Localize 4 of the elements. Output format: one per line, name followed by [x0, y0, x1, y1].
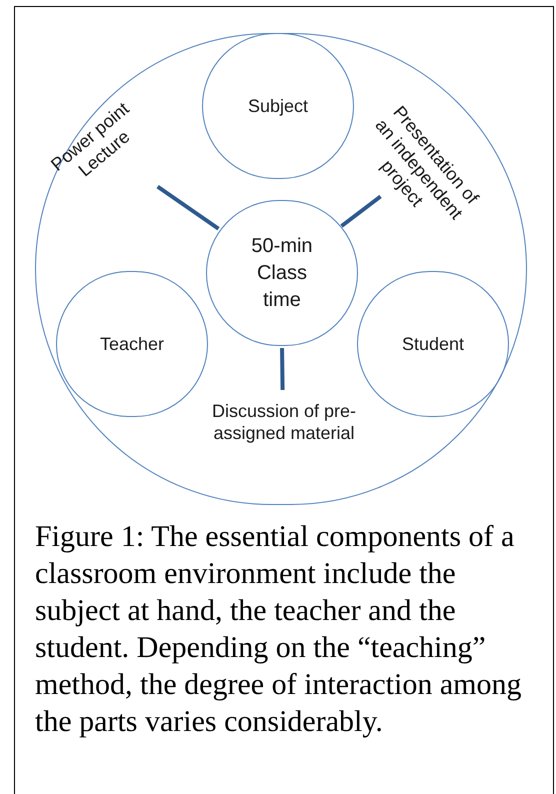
connector-line — [156, 185, 220, 230]
connector-line — [280, 348, 285, 390]
figure-caption: Figure 1: The essential components of a classroom environment include the subject at hand, the teacher and the student. Depending on the “teaching” method, the degree of interaction among the parts varies considerably. — [35, 519, 522, 740]
connector-line — [340, 194, 382, 228]
